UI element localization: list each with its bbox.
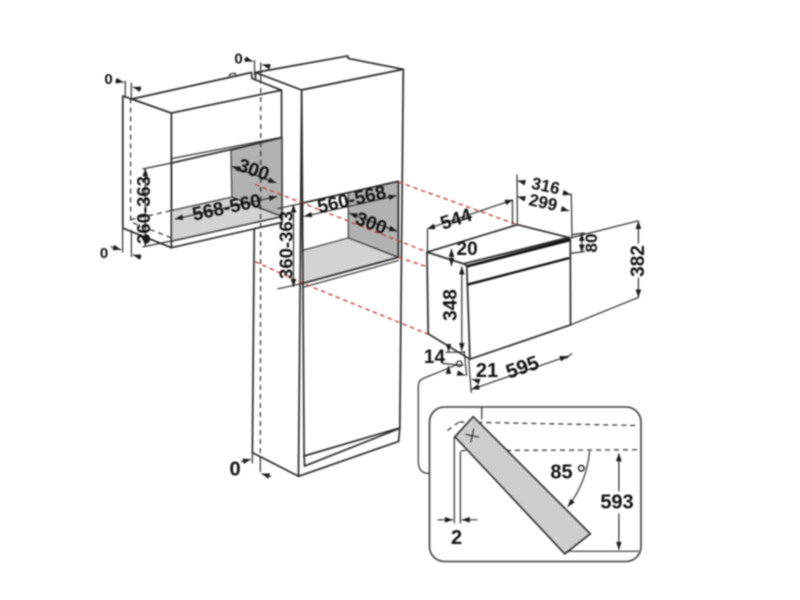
svg-text:0: 0 [234, 51, 242, 68]
svg-text:14: 14 [424, 347, 446, 368]
svg-text:360-363: 360-363 [133, 176, 154, 244]
svg-text:593: 593 [600, 492, 633, 514]
svg-text:85: 85 [550, 462, 572, 484]
svg-text:382: 382 [628, 245, 649, 277]
svg-text:21: 21 [476, 360, 498, 382]
svg-text:348: 348 [441, 289, 462, 321]
svg-text:0: 0 [229, 459, 240, 481]
svg-text:0: 0 [104, 71, 112, 88]
svg-text:80: 80 [582, 234, 601, 253]
svg-text:0: 0 [100, 245, 108, 262]
svg-text:20: 20 [457, 239, 478, 260]
svg-text:360-363: 360-363 [276, 211, 297, 279]
svg-text:2: 2 [451, 527, 462, 549]
